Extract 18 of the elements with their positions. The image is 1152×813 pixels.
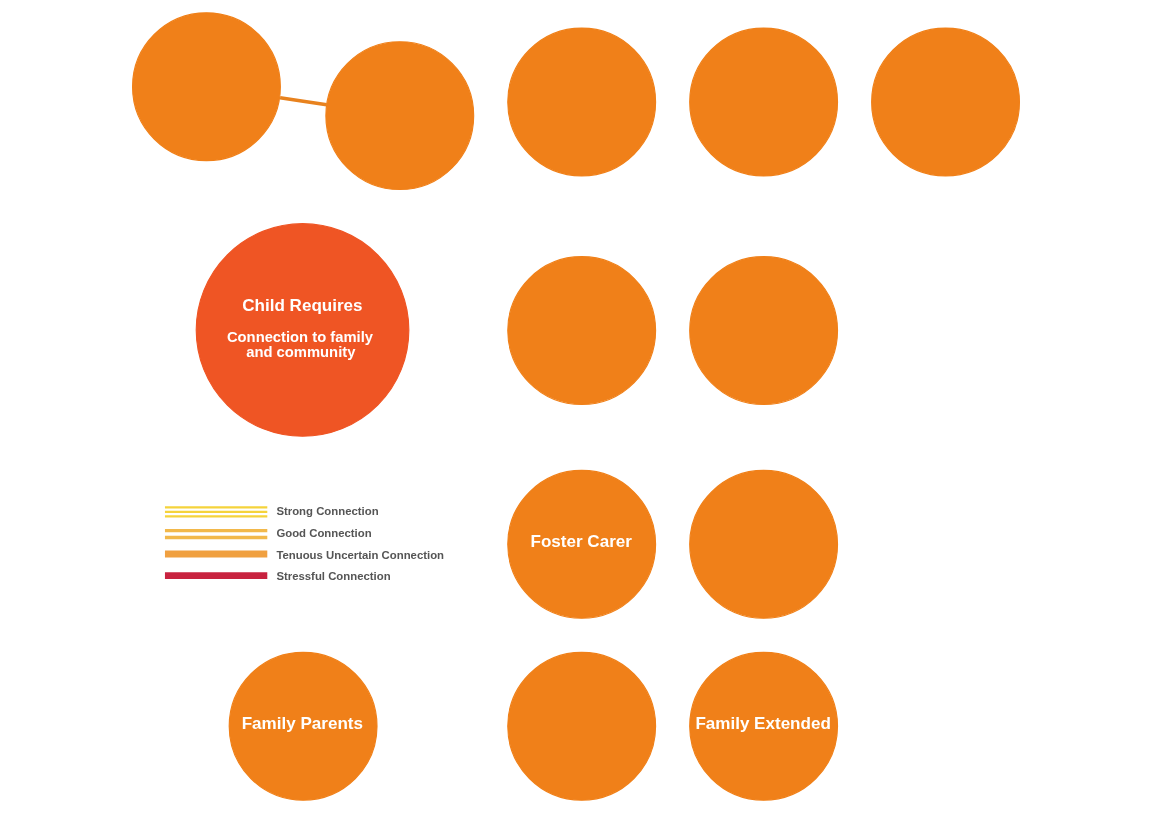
node-circle <box>507 256 657 405</box>
node-circle <box>132 12 281 162</box>
node-circle <box>871 27 1021 177</box>
node-circle <box>325 41 475 191</box>
node-circle: Family Parents <box>228 651 378 801</box>
connector <box>279 96 327 107</box>
node-circle: Family Extended <box>689 651 839 801</box>
node-circle <box>689 469 839 619</box>
legend-label: Strong Connection <box>276 504 379 517</box>
node-circle <box>689 256 839 405</box>
node-circle <box>507 651 657 801</box>
node-circle <box>689 27 839 177</box>
node-circle <box>507 27 657 177</box>
legend-label: Tenuous Uncertain Connection <box>276 548 445 561</box>
node-circle: Foster Carer <box>507 469 657 619</box>
node-circle: Child Requires Connection to family and community <box>195 223 410 437</box>
legend-label: Stressful Connection <box>276 570 391 583</box>
legend-label: Good Connection <box>276 526 372 539</box>
